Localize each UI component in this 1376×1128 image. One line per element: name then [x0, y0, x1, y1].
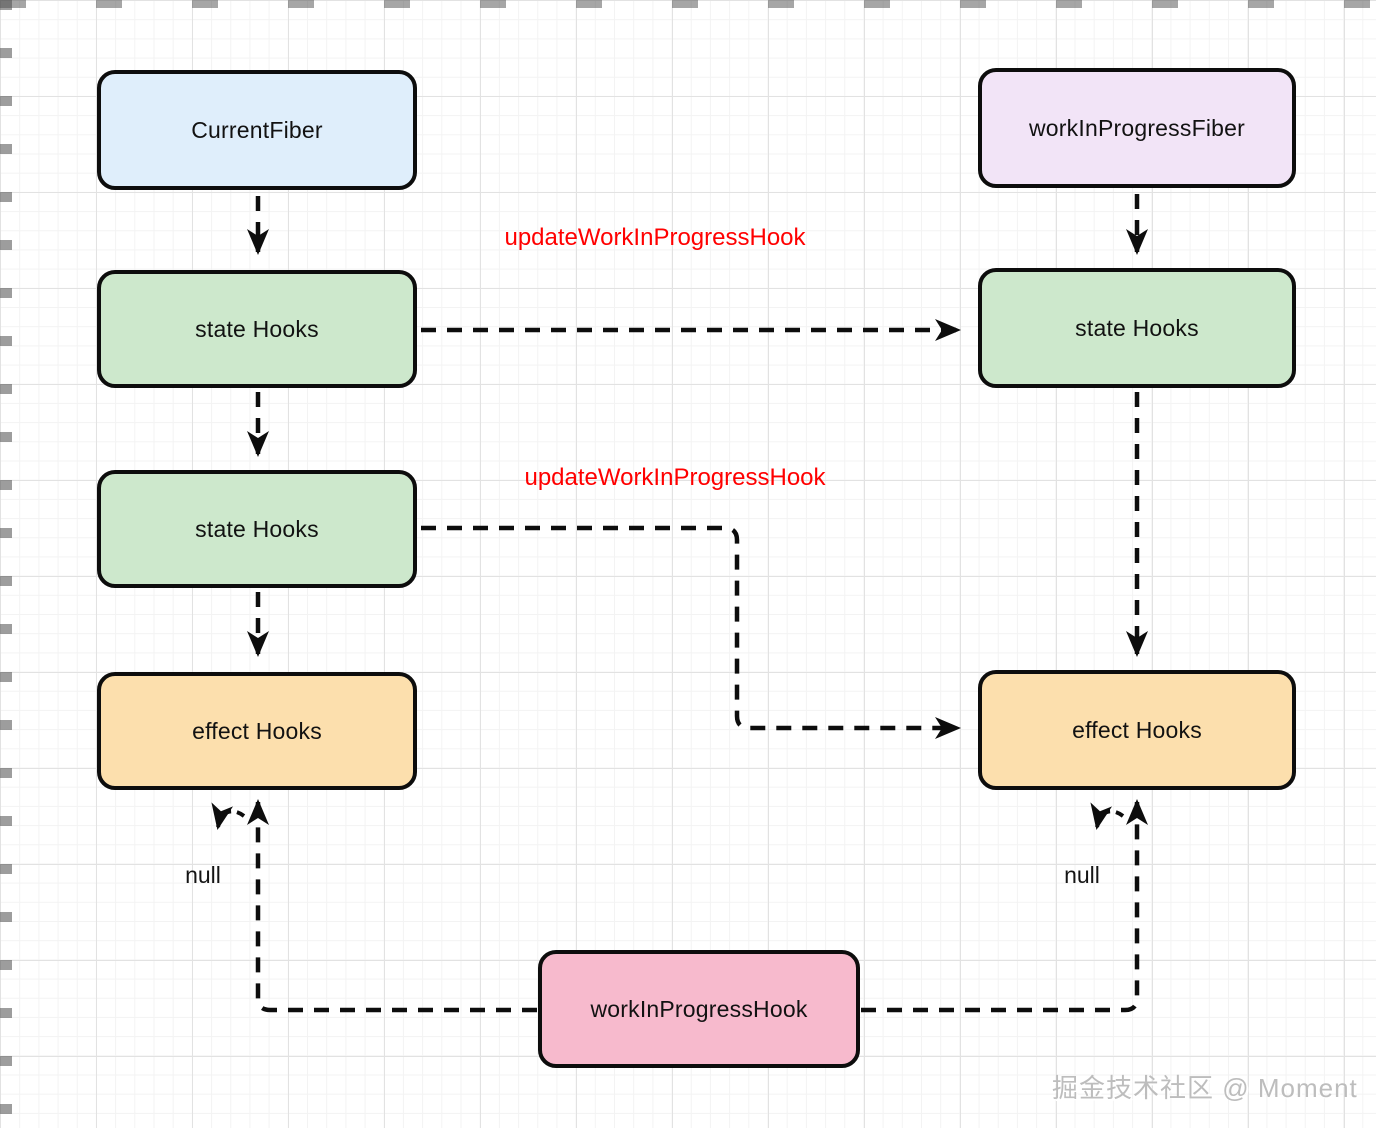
null-pointer-arrow-right: [1090, 802, 1125, 830]
node-effect-hooks-left-label: effect Hooks: [192, 717, 322, 744]
null-label-left: null: [185, 862, 221, 888]
node-effect-hooks-right: effect Hooks: [978, 670, 1296, 790]
null-label-right: null: [1064, 862, 1100, 888]
node-state-hooks-left-1-label: state Hooks: [195, 315, 319, 342]
edge-statehooks2-to-effecthooks-right: [421, 525, 961, 739]
watermark-text: 掘金技术社区 @ Moment: [1052, 1073, 1358, 1103]
edge-wiphook-to-effecthooks-right: [861, 799, 1148, 1013]
edge-label-update-work-in-progress-hook-top: updateWorkInProgressHook: [504, 224, 806, 251]
node-effect-hooks-left: effect Hooks: [97, 672, 417, 790]
node-work-in-progress-fiber: workInProgressFiber: [978, 68, 1296, 188]
edge-wiphook-to-effecthooks-left: [247, 799, 537, 1013]
node-current-fiber: CurrentFiber: [97, 70, 417, 190]
node-state-hooks-right-label: state Hooks: [1075, 314, 1199, 341]
node-wip-hook-label: workInProgressHook: [590, 995, 808, 1022]
node-effect-hooks-right-label: effect Hooks: [1072, 716, 1202, 743]
node-state-hooks-left-1: state Hooks: [97, 270, 417, 388]
node-work-in-progress-hook: workInProgressHook: [538, 950, 860, 1068]
node-state-hooks-right: state Hooks: [978, 268, 1296, 388]
node-state-hooks-left-2: state Hooks: [97, 470, 417, 588]
node-state-hooks-left-2-label: state Hooks: [195, 515, 319, 542]
node-current-fiber-label: CurrentFiber: [191, 116, 323, 143]
node-wip-fiber-label: workInProgressFiber: [1029, 114, 1245, 141]
edge-label-update-work-in-progress-hook-middle: updateWorkInProgressHook: [524, 464, 826, 491]
null-pointer-arrow-left: [211, 802, 246, 830]
